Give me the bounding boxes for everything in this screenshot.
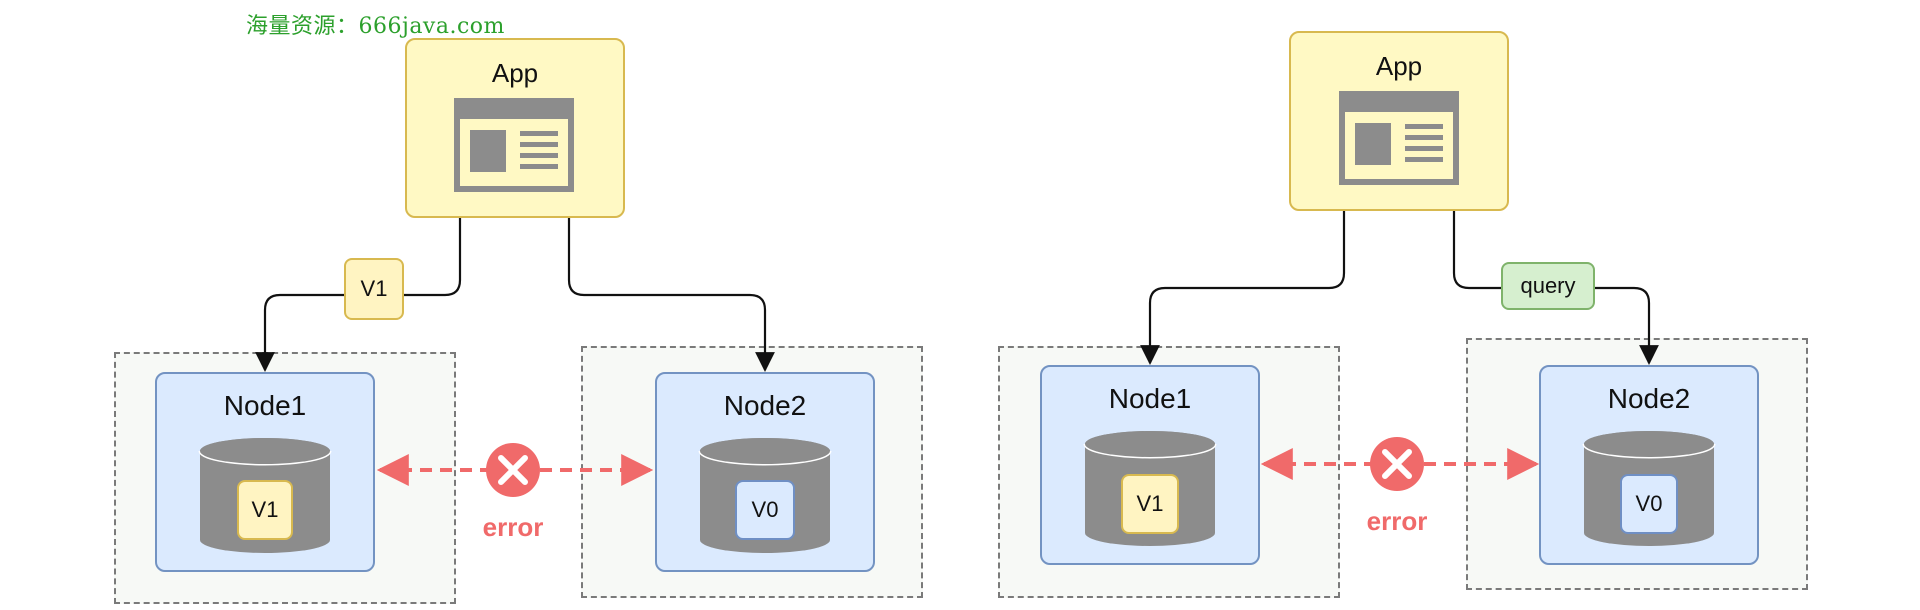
- left-node1-label: Node1: [223, 390, 307, 421]
- right-node2-label: Node2: [1607, 383, 1691, 414]
- error-x-icon: [486, 443, 540, 497]
- right-node1-label: Node1: [1108, 383, 1192, 414]
- right-error-label: error: [1366, 506, 1428, 536]
- left-node2-connector: [567, 218, 775, 372]
- right-node1-connector: [1140, 211, 1346, 365]
- left-node2-label: Node2: [723, 390, 807, 421]
- left-app-label: App: [491, 58, 539, 88]
- app-window-icon: [454, 98, 574, 192]
- left-error-label: error: [482, 512, 544, 542]
- app-window-icon: [1339, 91, 1459, 185]
- right-app-label: App: [1375, 51, 1423, 81]
- left-write-tag: V1: [344, 258, 404, 320]
- watermark: 海量资源：666java.com: [246, 14, 505, 39]
- right-node1-value: V1: [1121, 474, 1179, 534]
- left-node1-value: V1: [237, 480, 293, 540]
- left-node2-value: V0: [735, 480, 795, 540]
- error-x-icon: [1370, 437, 1424, 491]
- right-node2-value: V0: [1620, 474, 1678, 534]
- right-query-tag: query: [1501, 262, 1595, 310]
